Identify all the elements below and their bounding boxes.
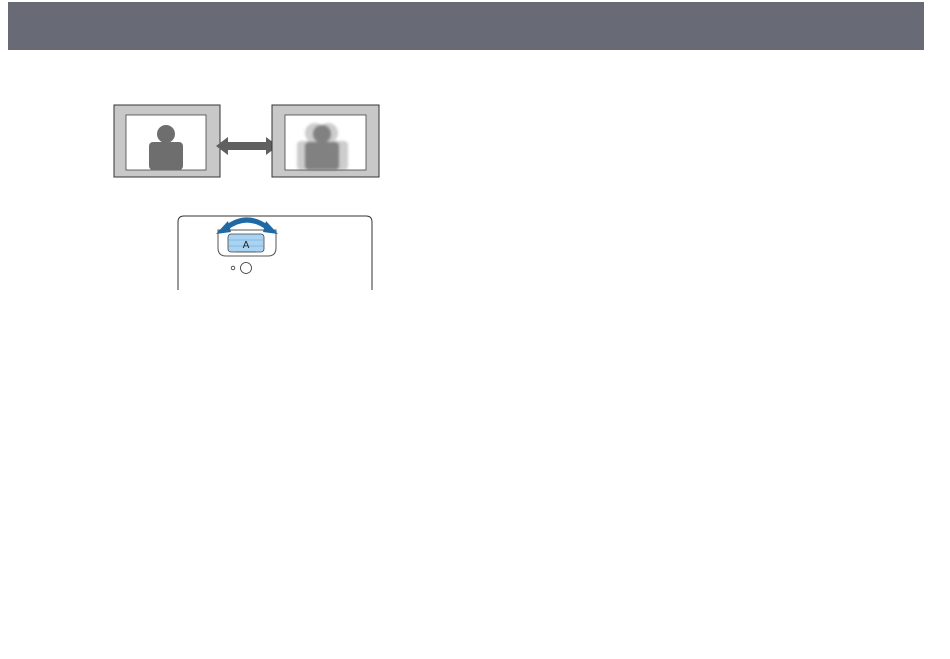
status-indicator xyxy=(231,266,235,270)
focus-ring-label: A xyxy=(243,240,250,251)
focus-comparison-figure xyxy=(113,104,381,180)
focus-ring-svg: A xyxy=(176,210,376,290)
header-bar xyxy=(8,2,924,50)
power-button-icon xyxy=(241,263,252,274)
focus-comparison-svg xyxy=(113,104,381,180)
focus-ring-figure: A xyxy=(176,210,376,290)
double-arrow-icon xyxy=(216,137,278,155)
blurred-image-panel xyxy=(272,105,379,177)
lens-housing: A xyxy=(218,230,276,256)
sharp-image-panel xyxy=(114,105,220,177)
